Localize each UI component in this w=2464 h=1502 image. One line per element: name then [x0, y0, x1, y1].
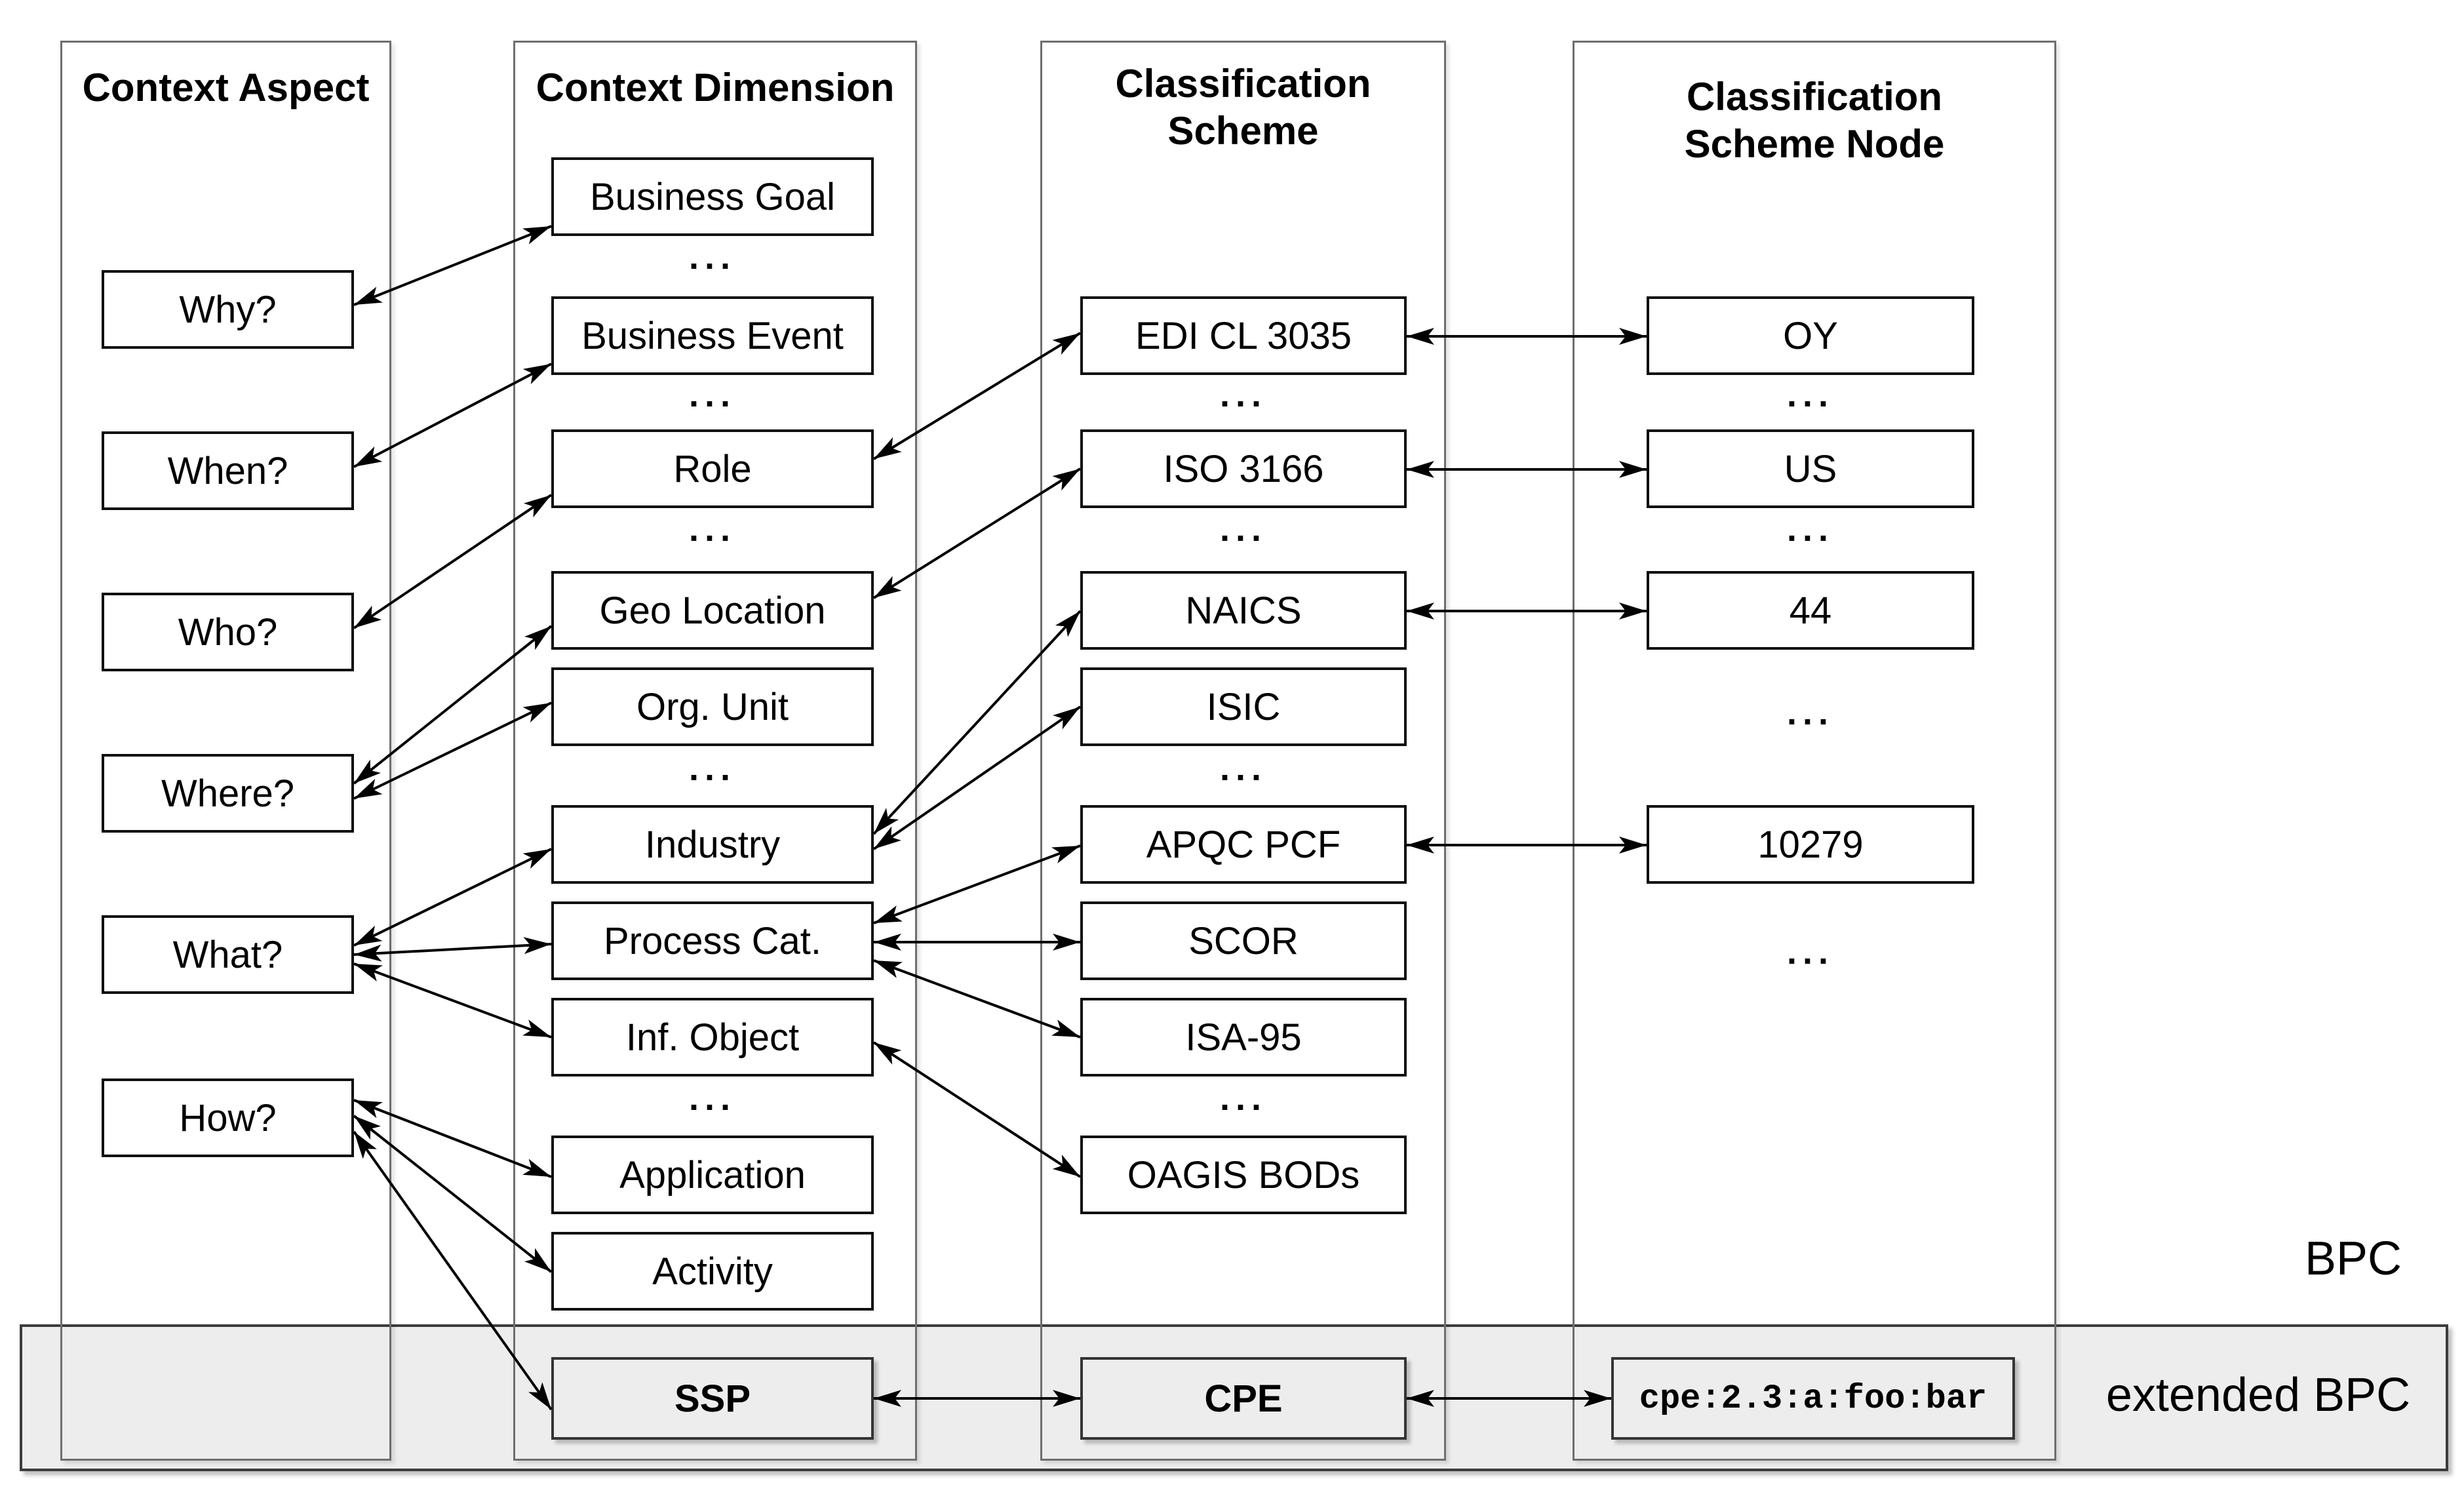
- box-industry: Industry: [551, 805, 874, 884]
- ellipsis-scheme-2: ...: [1219, 509, 1267, 549]
- box-10279: 10279: [1647, 805, 1974, 884]
- ellipsis-scheme-4: ...: [1219, 1078, 1267, 1118]
- box-geo-location: Geo Location: [551, 571, 874, 650]
- box-inf-object: Inf. Object: [551, 998, 874, 1077]
- ellipsis-node-3: ...: [1786, 693, 1834, 732]
- box-when: When?: [102, 431, 354, 510]
- box-naics: NAICS: [1080, 571, 1407, 650]
- column-title-context-aspect: Context Aspect: [82, 66, 370, 109]
- box-what: What?: [102, 915, 354, 994]
- ellipsis-dim-5: ...: [688, 1078, 736, 1118]
- column-title-classification-scheme: Classification Scheme: [1115, 62, 1371, 153]
- box-isic: ISIC: [1080, 667, 1407, 746]
- box-ssp: SSP: [551, 1357, 874, 1440]
- box-edi-cl-3035: EDI CL 3035: [1080, 296, 1407, 375]
- column-title-context-dimension: Context Dimension: [536, 66, 895, 109]
- ellipsis-scheme-3: ...: [1219, 749, 1267, 788]
- box-business-goal: Business Goal: [551, 157, 874, 236]
- box-role: Role: [551, 429, 874, 508]
- ellipsis-node-1: ...: [1786, 375, 1834, 414]
- box-why: Why?: [102, 270, 354, 349]
- box-iso-3166: ISO 3166: [1080, 429, 1407, 508]
- box-application: Application: [551, 1136, 874, 1214]
- box-activity: Activity: [551, 1232, 874, 1311]
- box-cpe-string: cpe:2.3:a:foo:bar: [1611, 1357, 2015, 1440]
- ellipsis-dim-1: ...: [688, 237, 736, 277]
- ellipsis-dim-4: ...: [688, 749, 736, 788]
- ellipsis-node-4: ...: [1786, 932, 1834, 972]
- box-where: Where?: [102, 754, 354, 833]
- label-bpc: BPC: [2304, 1233, 2402, 1285]
- box-who: Who?: [102, 593, 354, 671]
- ellipsis-dim-3: ...: [688, 509, 736, 549]
- column-title-classification-scheme-node: Classification Scheme Node: [1684, 75, 1945, 166]
- column-context-aspect: [60, 41, 391, 1461]
- ellipsis-scheme-1: ...: [1219, 375, 1267, 414]
- box-process-cat: Process Cat.: [551, 901, 874, 980]
- box-org-unit: Org. Unit: [551, 667, 874, 746]
- box-cpe: CPE: [1080, 1357, 1407, 1440]
- ellipsis-node-2: ...: [1786, 509, 1834, 549]
- box-us: US: [1647, 429, 1974, 508]
- column-classification-scheme-node: [1573, 41, 2056, 1461]
- box-oagis-bods: OAGIS BODs: [1080, 1136, 1407, 1214]
- box-apqc-pcf: APQC PCF: [1080, 805, 1407, 884]
- box-isa-95: ISA-95: [1080, 998, 1407, 1077]
- box-oy: OY: [1647, 296, 1974, 375]
- box-how: How?: [102, 1078, 354, 1157]
- box-44: 44: [1647, 571, 1974, 650]
- ellipsis-dim-2: ...: [688, 375, 736, 414]
- label-extended-bpc: extended BPC: [2105, 1369, 2411, 1421]
- box-scor: SCOR: [1080, 901, 1407, 980]
- box-business-event: Business Event: [551, 296, 874, 375]
